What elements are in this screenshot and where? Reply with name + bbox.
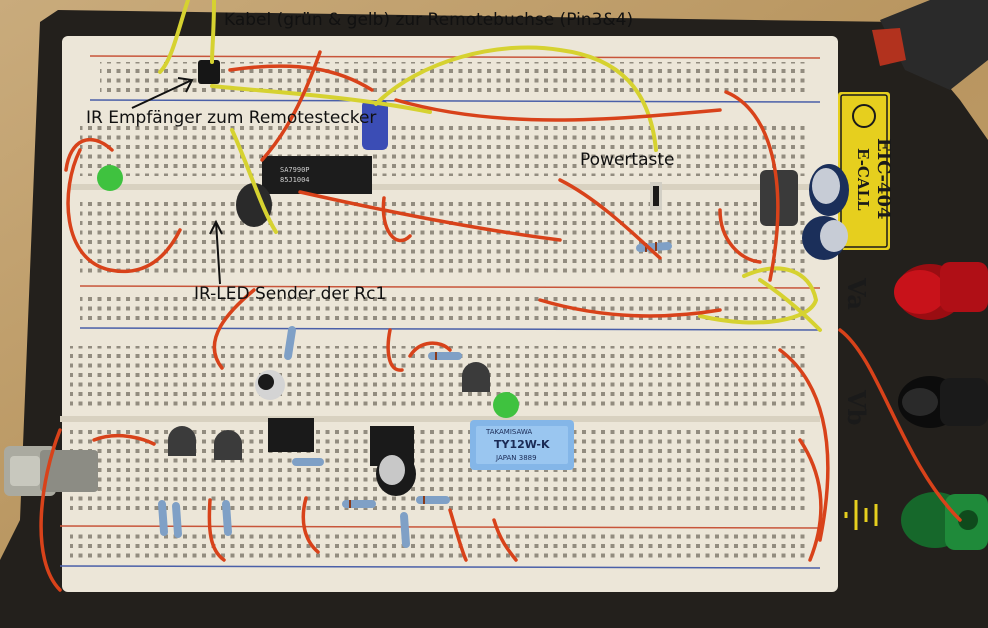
ic-chip-main: SA7990P 85J1004	[262, 156, 372, 194]
ic-chip-small-1	[268, 418, 314, 452]
capacitors	[236, 100, 849, 496]
brand-text: E-CALL	[854, 148, 872, 211]
yellow-wires	[158, 0, 822, 332]
leds	[97, 165, 519, 418]
push-button	[650, 182, 662, 210]
transistors	[168, 362, 490, 460]
terminal-b-label: Vb	[842, 389, 871, 425]
terminal-a-label: Va	[842, 277, 871, 310]
center-channel-top	[70, 184, 820, 190]
relay-model: TY12W-K	[494, 438, 550, 451]
annotation-arrows	[131, 77, 223, 285]
red-wires	[39, 50, 962, 592]
binding-post-red	[894, 262, 988, 320]
clamp	[872, 0, 988, 90]
model-text: EIC-404	[873, 138, 894, 220]
ground-symbol-icon	[844, 500, 878, 530]
binding-post-green	[901, 492, 988, 550]
power-rail-bottom	[59, 525, 821, 569]
svg-text:SA7990P: SA7990P	[280, 166, 310, 174]
relay	[470, 420, 574, 470]
annotation-cable: Kabel (grün & gelb) zur Remotebuchse (Pi…	[224, 10, 634, 30]
ir-receiver	[198, 60, 220, 84]
relay-brand: TAKAMISAWA	[485, 428, 532, 436]
breadboard-holes	[70, 62, 810, 560]
relay-origin: JAPAN 3889	[495, 454, 537, 462]
annotation-ir-led: IR-LED Sender der Rc1	[194, 284, 387, 304]
din-connector	[4, 446, 98, 496]
center-channel-bottom	[60, 416, 820, 422]
binding-post-black	[898, 376, 988, 428]
annotation-power-button: Powertaste	[580, 150, 675, 170]
power-rail-middle	[79, 285, 821, 331]
annotation-ir-receiver: IR Empfänger zum Remotestecker	[86, 108, 377, 128]
svg-text:85J1004: 85J1004	[280, 176, 310, 184]
